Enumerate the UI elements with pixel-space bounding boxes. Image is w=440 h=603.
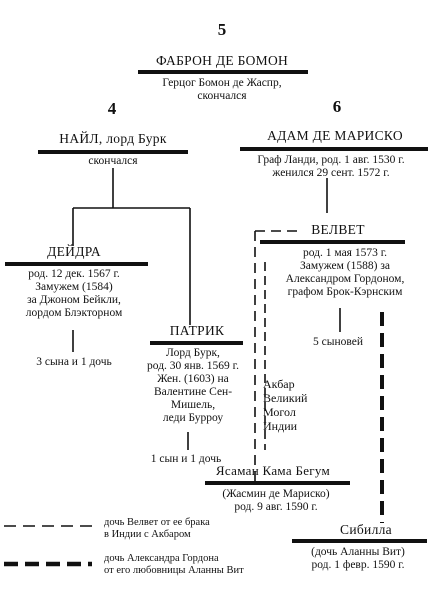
legend-line: дочь Александра Гордона bbox=[104, 553, 219, 564]
fabron-info: Герцог Бомон де Жаспр, скончался bbox=[162, 77, 281, 103]
akbar-info-line: Индии bbox=[263, 419, 298, 433]
adam-name: АДАМ ДЕ МАРИСКО bbox=[267, 128, 403, 143]
generation-number-6: 6 bbox=[332, 97, 342, 116]
akbar-info-line: Акбар bbox=[263, 377, 295, 391]
fabron-info-line: Герцог Бомон де Жаспр, bbox=[162, 77, 282, 89]
velvet-bar bbox=[260, 240, 405, 244]
legend-line: дочь Велвет от ее брака bbox=[104, 517, 210, 528]
deidra-info-line: лордом Блэкторном bbox=[25, 307, 123, 319]
sibilla-info-line: род. 1 февр. 1590 г. bbox=[311, 559, 405, 571]
legend-item-velvet-akbar: дочь Велвет от ее брака в Индии с Акбаро… bbox=[104, 517, 210, 541]
deidra-name: ДЕЙДРА bbox=[47, 244, 101, 259]
patrik-info-line: Лорд Бурк, bbox=[166, 347, 220, 359]
fabron-info-line: скончался bbox=[197, 90, 247, 102]
velvet-info-line: Александром Гордоном, bbox=[285, 273, 405, 285]
deidra-info: род. 12 дек. 1567 г. Замужем (1584) за Д… bbox=[26, 268, 123, 320]
velvet-info-line: графом Брок-Кэрнским bbox=[287, 286, 403, 298]
legend-line: от его любовницы Аланны Вит bbox=[104, 565, 244, 576]
adam-bar bbox=[240, 147, 428, 151]
patrik-info-line: род. 30 янв. 1569 г. bbox=[147, 360, 239, 372]
patrik-children: 1 сын и 1 дочь bbox=[150, 453, 222, 465]
generation-number-4: 4 bbox=[107, 99, 117, 118]
sibilla-name: Сибилла bbox=[340, 522, 392, 537]
adam-info-line: Граф Ланди, род. 1 авг. 1530 г. bbox=[257, 154, 405, 166]
sibilla-info-line: (дочь Аланны Вит) bbox=[311, 546, 405, 558]
patrik-name: ПАТРИК bbox=[169, 323, 225, 338]
legend-line: в Индии с Акбаром bbox=[104, 529, 191, 540]
yasaman-info: (Жасмин де Мариско) род. 9 авг. 1590 г. bbox=[222, 488, 329, 514]
patrik-info-line: леди Бурроу bbox=[162, 412, 224, 424]
nail-info: скончался bbox=[88, 155, 138, 167]
akbar-info-line: Могол bbox=[263, 405, 296, 419]
deidra-bar bbox=[5, 262, 148, 266]
yasaman-info-line: (Жасмин де Мариско) bbox=[222, 488, 330, 500]
generation-number-5: 5 bbox=[217, 20, 227, 39]
deidra-children: 3 сына и 1 дочь bbox=[36, 356, 112, 368]
velvet-info-line: Замужем (1588) за bbox=[300, 260, 390, 272]
deidra-info-line: род. 12 дек. 1567 г. bbox=[28, 268, 120, 280]
nail-bar bbox=[38, 150, 188, 154]
yasaman-name: Ясаман Кама Бегум bbox=[215, 463, 331, 478]
akbar-info-line: Великий bbox=[263, 391, 308, 405]
patrik-info-line: Валентине Сен- bbox=[153, 386, 233, 398]
velvet-name: ВЕЛВЕТ bbox=[311, 222, 365, 237]
yasaman-bar bbox=[205, 481, 350, 485]
patrik-info-line: Мишель, bbox=[170, 399, 216, 411]
yasaman-info-line: род. 9 авг. 1590 г. bbox=[234, 501, 318, 513]
akbar-info: Акбар Великий Могол Индии bbox=[263, 377, 307, 433]
sibilla-info: (дочь Аланны Вит) род. 1 февр. 1590 г. bbox=[311, 546, 405, 572]
patrik-bar bbox=[150, 341, 243, 345]
deidra-info-line: за Джоном Бейкли, bbox=[27, 294, 121, 306]
velvet-children: 5 сыновей bbox=[313, 336, 363, 348]
velvet-info-line: род. 1 мая 1573 г. bbox=[302, 247, 388, 259]
patrik-info: Лорд Бурк, род. 30 янв. 1569 г. Жен. (16… bbox=[147, 347, 239, 425]
velvet-info: род. 1 мая 1573 г. Замужем (1588) за Але… bbox=[286, 247, 405, 299]
fabron-name: ФАБРОН ДЕ БОМОН bbox=[155, 53, 289, 68]
sibilla-bar bbox=[292, 539, 427, 543]
adam-info: Граф Ланди, род. 1 авг. 1530 г. женился … bbox=[257, 154, 404, 180]
nail-name: НАЙЛ, лорд Бурк bbox=[59, 131, 167, 146]
deidra-info-line: Замужем (1584) bbox=[35, 281, 113, 293]
patrik-info-line: Жен. (1603) на bbox=[157, 373, 229, 385]
legend-item-gordon-vit: дочь Александра Гордона от его любовницы… bbox=[104, 553, 244, 577]
adam-info-line: женился 29 сент. 1572 г. bbox=[272, 167, 390, 179]
fabron-bar bbox=[138, 70, 308, 74]
